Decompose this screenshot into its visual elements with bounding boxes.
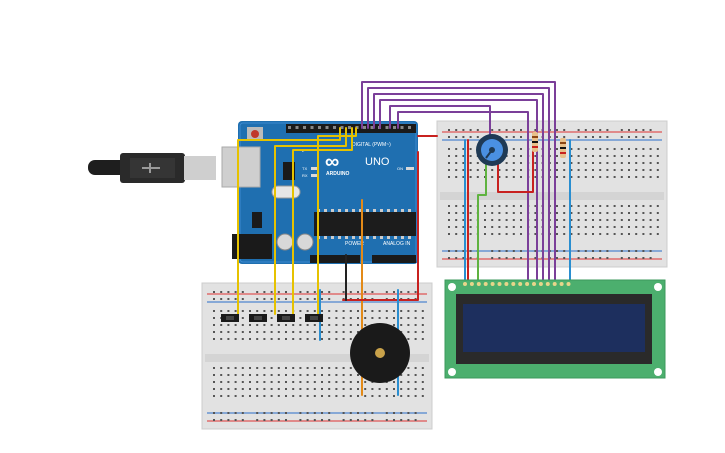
analog-label: ANALOG IN [383,241,411,247]
resistors[interactable] [532,132,566,158]
on-label: ON [397,166,403,171]
lcd-16x2[interactable] [444,279,666,379]
rx-label: RX [302,173,308,178]
wire-2[interactable] [367,87,550,286]
wire-3[interactable] [373,93,544,286]
wire-15[interactable] [497,149,534,193]
push-buttons[interactable] [221,314,323,322]
push-button-2[interactable] [249,314,267,322]
reset-button[interactable] [251,130,259,138]
wire-17[interactable] [477,161,487,286]
atmega-chip [314,212,416,236]
breadboard-top-holes [448,129,659,259]
wire-1[interactable] [361,81,556,286]
digital-label: DIGITAL (PWM~) [352,142,391,148]
wire-5[interactable] [389,105,491,141]
push-button-1[interactable] [221,314,239,322]
breadboard-top[interactable] [436,120,668,268]
wire-10[interactable] [317,127,357,315]
lcd-screen [463,304,645,352]
push-button-4[interactable] [305,314,323,322]
wire-4[interactable] [379,99,538,286]
wires[interactable] [237,81,571,396]
potentiometer[interactable] [476,134,508,166]
arduino-uno-board[interactable]: DIGITAL (PWM~) ∞ ARDUINO UNO TX RX ON L … [221,121,418,264]
wire-13[interactable] [342,151,419,301]
logo-symbol: ∞ [325,151,339,173]
wire-7[interactable] [237,127,341,315]
tx-label: TX [302,166,307,171]
power-label: POWER [345,241,364,247]
brand-label: ARDUINO [326,171,349,177]
wire-6[interactable] [397,111,529,286]
power-header [310,255,360,263]
analog-header [372,255,416,263]
push-button-3[interactable] [277,314,295,322]
wire-9[interactable] [292,127,353,315]
usb-cable[interactable] [88,150,242,185]
piezo-buzzer[interactable] [350,323,410,383]
model-label: UNO [365,156,390,168]
